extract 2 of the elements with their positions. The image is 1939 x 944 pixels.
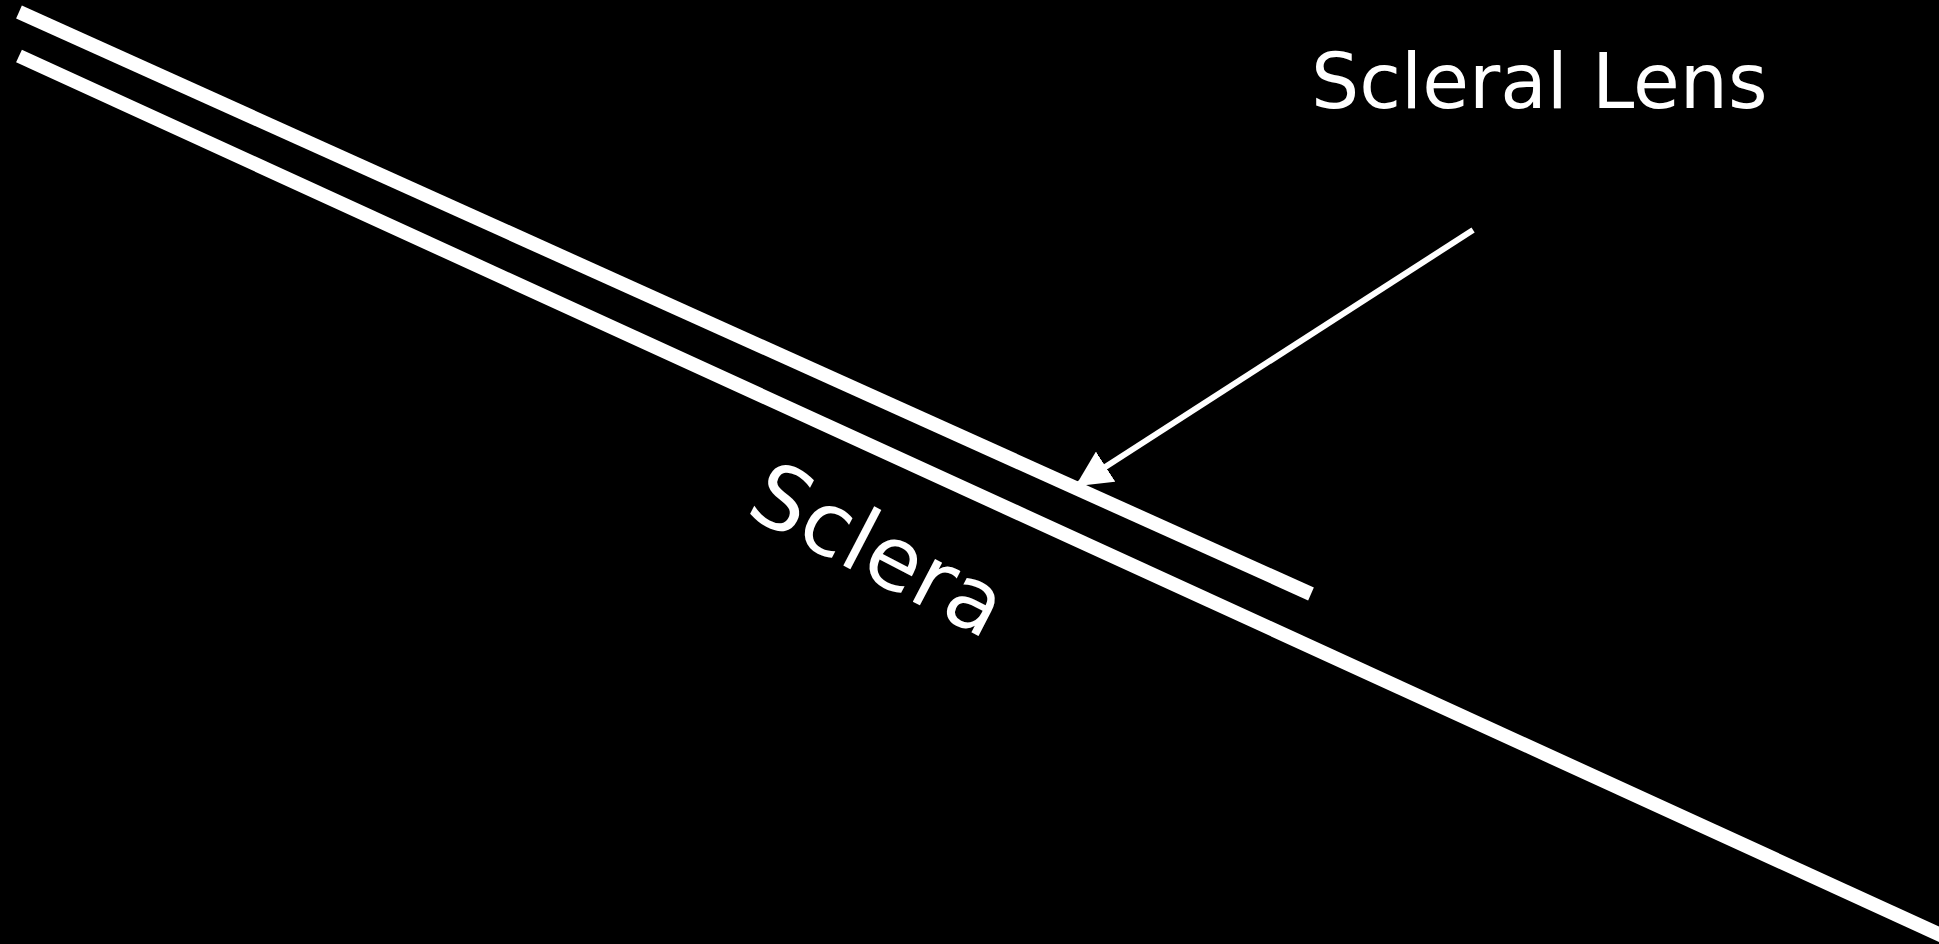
- leader-arrow: [1075, 227, 1475, 487]
- callout-label: Scleral Lens: [1311, 44, 1768, 120]
